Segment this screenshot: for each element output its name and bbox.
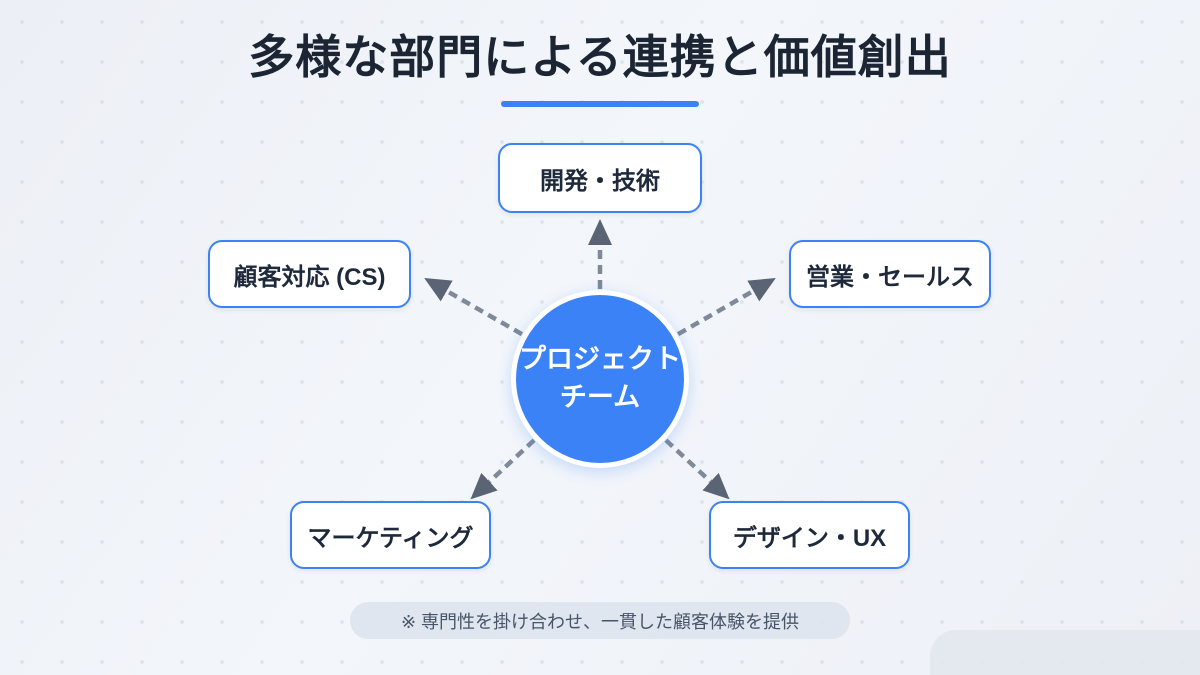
node-marketing: マーケティング — [290, 501, 491, 569]
center-label-line2: チーム — [559, 382, 641, 412]
node-sales: 営業・セールス — [789, 240, 991, 308]
title-block: 多様な部門による連携と価値創出 — [0, 30, 1200, 108]
center-label-line1: プロジェクト — [519, 344, 681, 375]
decor-corner-shape — [930, 630, 1200, 675]
footnote-pill: ※ 専門性を掛け合わせ、一貫した顧客体験を提供 — [350, 602, 850, 639]
node-development: 開発・技術 — [498, 143, 702, 213]
title-underline — [501, 101, 699, 108]
page-title: 多様な部門による連携と価値創出 — [248, 31, 952, 83]
center-hub-project-team: プロジェクト チーム — [511, 290, 689, 468]
node-design-ux: デザイン・UX — [709, 501, 910, 569]
footnote-text: ※ 専門性を掛け合わせ、一貫した顧客体験を提供 — [400, 611, 800, 632]
node-customer-support: 顧客対応 (CS) — [208, 240, 411, 308]
